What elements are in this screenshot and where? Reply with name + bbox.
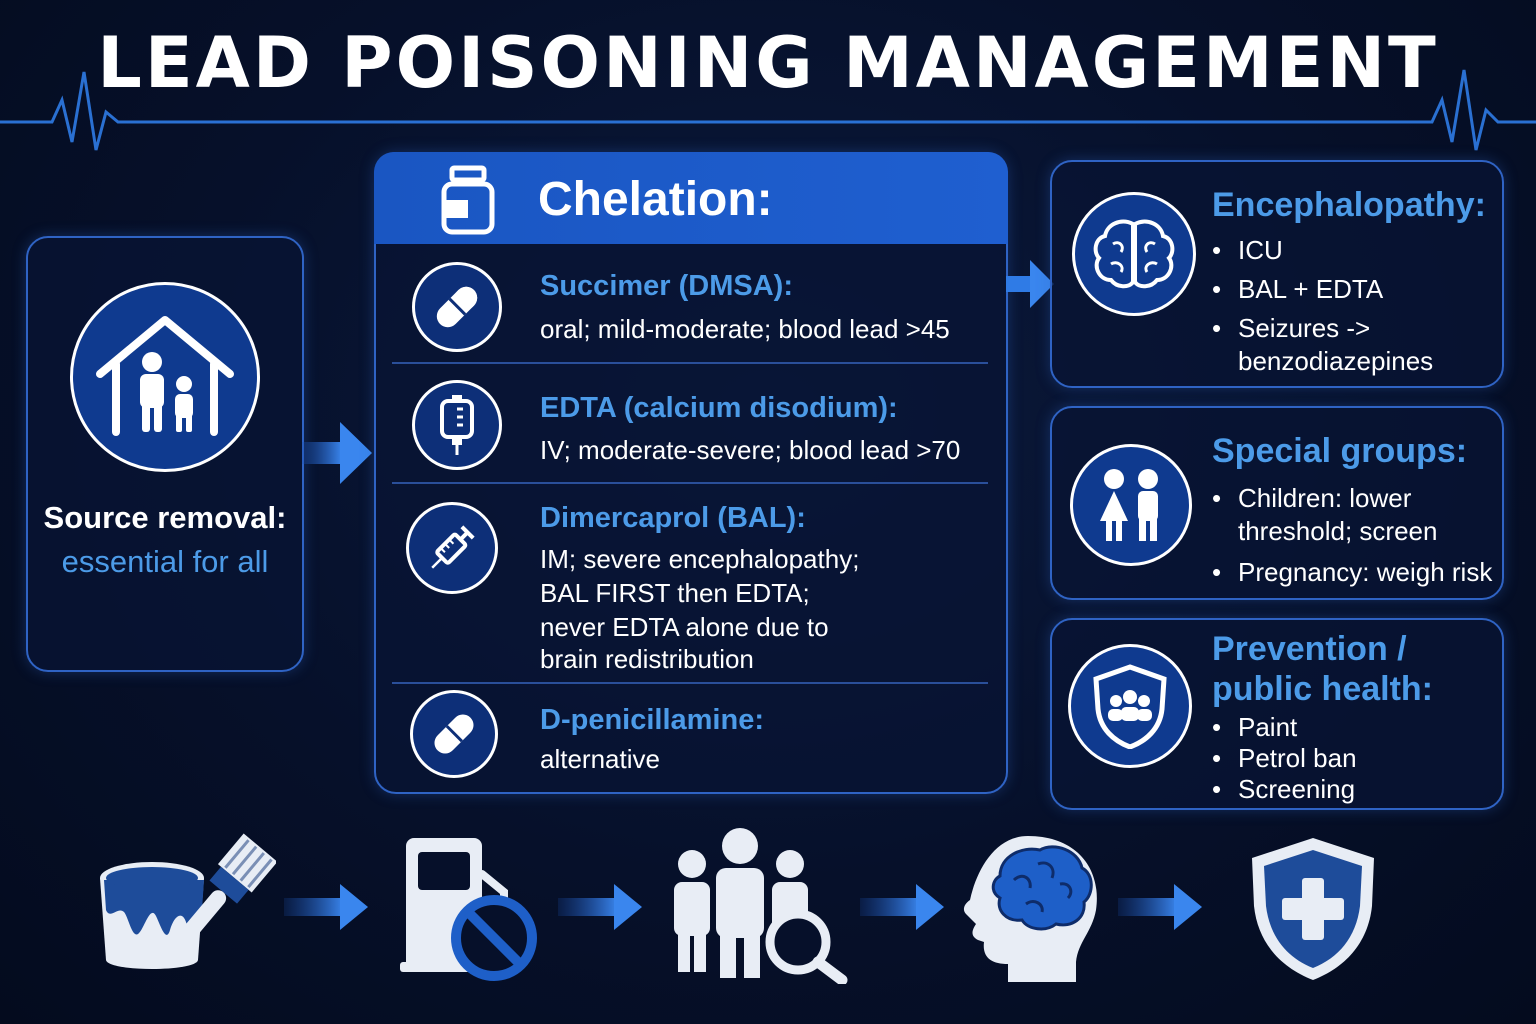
arrow-right-icon <box>860 884 944 930</box>
capsule-icon <box>412 262 502 352</box>
prevention-list: Paint Petrol ban Screening <box>1212 712 1502 805</box>
syringe-icon <box>406 502 498 594</box>
arrow-right-icon <box>558 884 642 930</box>
list-item: Pregnancy: weigh risk <box>1212 554 1508 590</box>
divider <box>392 482 988 484</box>
arrow-right-icon <box>284 884 368 930</box>
prevention-title-1: Prevention / <box>1212 630 1407 668</box>
list-item: Paint <box>1212 712 1502 743</box>
drug-name-edta: EDTA (calcium disodium): <box>540 392 898 424</box>
prevention-title-2: public health: <box>1212 670 1433 708</box>
chelation-header: Chelation: <box>374 152 1008 244</box>
encephalopathy-card: Encephalopathy: ICU BAL + EDTA Seizures … <box>1050 160 1504 388</box>
drug-name-succimer: Succimer (DMSA): <box>540 270 793 302</box>
arrow-right-icon <box>1118 884 1202 930</box>
chelation-title: Chelation: <box>538 173 773 226</box>
iv-bag-icon <box>412 380 502 470</box>
prevention-card: Prevention / public health: Paint Petrol… <box>1050 618 1504 810</box>
population-screening-icon <box>674 828 848 984</box>
divider <box>392 682 988 684</box>
chelation-card <box>374 152 1008 794</box>
source-removal-title: Source removal: <box>43 500 287 535</box>
special-groups-list-2: Pregnancy: weigh risk <box>1212 554 1508 590</box>
source-removal-subtitle: essential for all <box>61 544 269 579</box>
shield-people-icon <box>1068 644 1192 768</box>
drug-name-penicillamine: D-penicillamine: <box>540 704 764 736</box>
list-item: ICU <box>1212 232 1502 268</box>
brain-icon <box>1072 192 1196 316</box>
list-item: Children: lower <box>1212 480 1502 516</box>
arrow-right-icon <box>1006 260 1054 308</box>
special-groups-list: Children: lower <box>1212 480 1502 516</box>
drug-desc-dimercaprol-1: IM; severe encephalopathy; <box>540 544 860 574</box>
page-title: LEAD POISONING MANAGEMENT <box>97 22 1439 104</box>
list-item-continuation: threshold; screen <box>1238 516 1438 546</box>
drug-desc-succimer: oral; mild-moderate; blood lead >45 <box>540 314 950 344</box>
list-item: BAL + EDTA <box>1212 271 1502 307</box>
list-item: Seizures -> <box>1212 310 1502 346</box>
drug-desc-dimercaprol-2: BAL FIRST then EDTA; <box>540 578 810 608</box>
divider <box>392 362 988 364</box>
drug-desc-dimercaprol-4: brain redistribution <box>540 644 754 674</box>
list-item: Screening <box>1212 774 1502 805</box>
special-groups-title: Special groups: <box>1212 432 1468 470</box>
children-icon <box>1070 444 1192 566</box>
house-family-icon <box>70 282 260 472</box>
arrow-right-icon <box>302 422 372 484</box>
medicine-bottle-icon <box>441 165 495 235</box>
head-brain-icon <box>963 836 1097 982</box>
special-groups-card: Special groups: Children: lower threshol… <box>1050 406 1504 600</box>
medical-shield-icon <box>1252 838 1374 980</box>
drug-desc-edta: IV; moderate-severe; blood lead >70 <box>540 435 961 465</box>
encephalopathy-list: ICU BAL + EDTA Seizures -> <box>1212 232 1502 346</box>
encephalopathy-title: Encephalopathy: <box>1212 186 1486 224</box>
list-item: Petrol ban <box>1212 743 1502 774</box>
drug-desc-dimercaprol-3: never EDTA alone due to <box>540 612 829 642</box>
drug-name-dimercaprol: Dimercaprol (BAL): <box>540 502 806 534</box>
no-petrol-icon <box>400 838 537 981</box>
capsule-icon <box>410 690 498 778</box>
ecg-line-icon <box>0 69 1536 151</box>
drug-desc-penicillamine: alternative <box>540 744 660 774</box>
list-item-continuation: benzodiazepines <box>1238 346 1434 376</box>
source-removal-card: Source removal: essential for all <box>26 236 304 672</box>
paint-can-icon <box>100 833 276 969</box>
